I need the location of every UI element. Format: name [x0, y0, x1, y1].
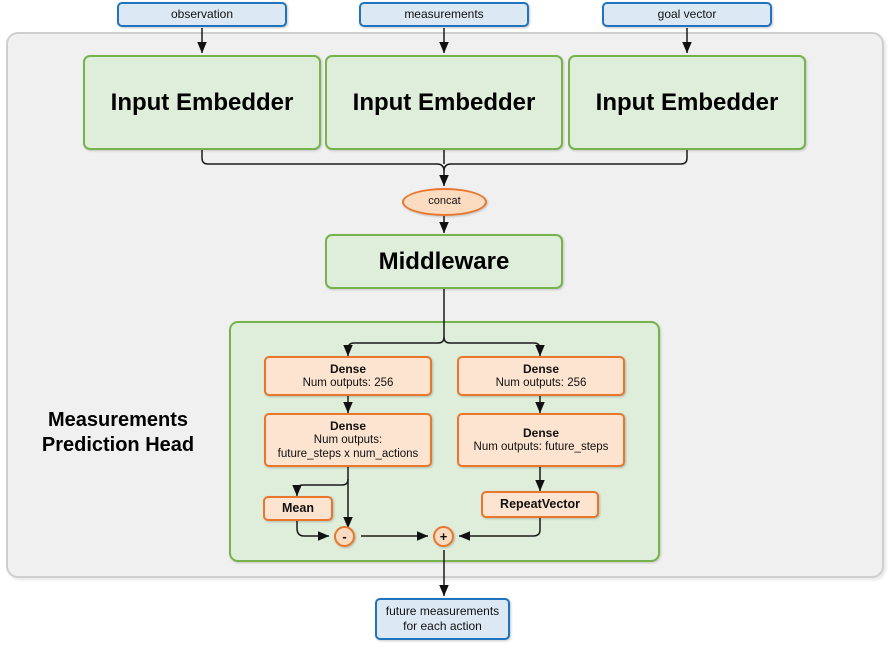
mean-node[interactable]: Mean	[263, 496, 333, 521]
input-box-measurements-label: measurements	[404, 7, 484, 22]
left-dense2-outputs-label: Num outputs:	[313, 434, 383, 447]
right-dense-256[interactable]: Dense Num outputs: 256	[457, 356, 625, 396]
subtract-operator-label: -	[342, 528, 347, 544]
middleware-label: Middleware	[378, 247, 510, 275]
input-box-measurements[interactable]: measurements	[359, 2, 529, 27]
repeat-vector-label: RepeatVector	[500, 496, 580, 511]
output-box-line2: for each action	[403, 619, 482, 633]
left-dense-256-outputs: Num outputs: 256	[302, 377, 394, 390]
subtract-operator[interactable]: -	[334, 526, 355, 547]
input-embedder-goal-vector[interactable]: Input Embedder	[568, 55, 806, 150]
right-dense-256-title: Dense	[522, 361, 560, 376]
input-box-goal-vector-label: goal vector	[657, 7, 717, 22]
right-dense-256-outputs: Num outputs: 256	[495, 377, 587, 390]
head-caption-line2: Prediction Head	[41, 434, 195, 456]
input-embedder-measurements[interactable]: Input Embedder	[325, 55, 563, 150]
output-box-future-measurements[interactable]: future measurements for each action	[375, 598, 510, 640]
input-embedder-goal-vector-label: Input Embedder	[595, 88, 779, 116]
input-embedder-observation[interactable]: Input Embedder	[83, 55, 321, 150]
measurements-prediction-head-caption: Measurements Prediction Head	[18, 408, 218, 458]
input-embedder-measurements-label: Input Embedder	[352, 88, 536, 116]
concat-label: concat	[428, 195, 461, 208]
output-box-line1: future measurements	[385, 604, 500, 619]
input-box-observation-label: observation	[170, 7, 234, 22]
input-box-observation[interactable]: observation	[117, 2, 287, 27]
mean-label: Mean	[282, 500, 314, 515]
right-dense2-outputs: Num outputs: future_steps	[473, 441, 609, 454]
left-dense2-title: Dense	[329, 418, 367, 433]
left-dense-256-title: Dense	[329, 361, 367, 376]
head-caption-line1: Measurements	[47, 409, 189, 431]
input-box-goal-vector[interactable]: goal vector	[602, 2, 772, 27]
right-dense-future-steps[interactable]: Dense Num outputs: future_steps	[457, 413, 625, 467]
add-operator-label: +	[439, 528, 448, 544]
middleware-node[interactable]: Middleware	[325, 234, 563, 289]
left-dense2-outputs-value: future_steps x num_actions	[277, 448, 419, 461]
left-dense-256[interactable]: Dense Num outputs: 256	[264, 356, 432, 396]
concat-node[interactable]: concat	[402, 188, 487, 216]
right-dense2-title: Dense	[522, 425, 560, 440]
input-embedder-observation-label: Input Embedder	[110, 88, 294, 116]
left-dense-future-steps-num-actions[interactable]: Dense Num outputs: future_steps x num_ac…	[264, 413, 432, 467]
repeat-vector-node[interactable]: RepeatVector	[481, 491, 599, 518]
add-operator[interactable]: +	[433, 526, 454, 547]
